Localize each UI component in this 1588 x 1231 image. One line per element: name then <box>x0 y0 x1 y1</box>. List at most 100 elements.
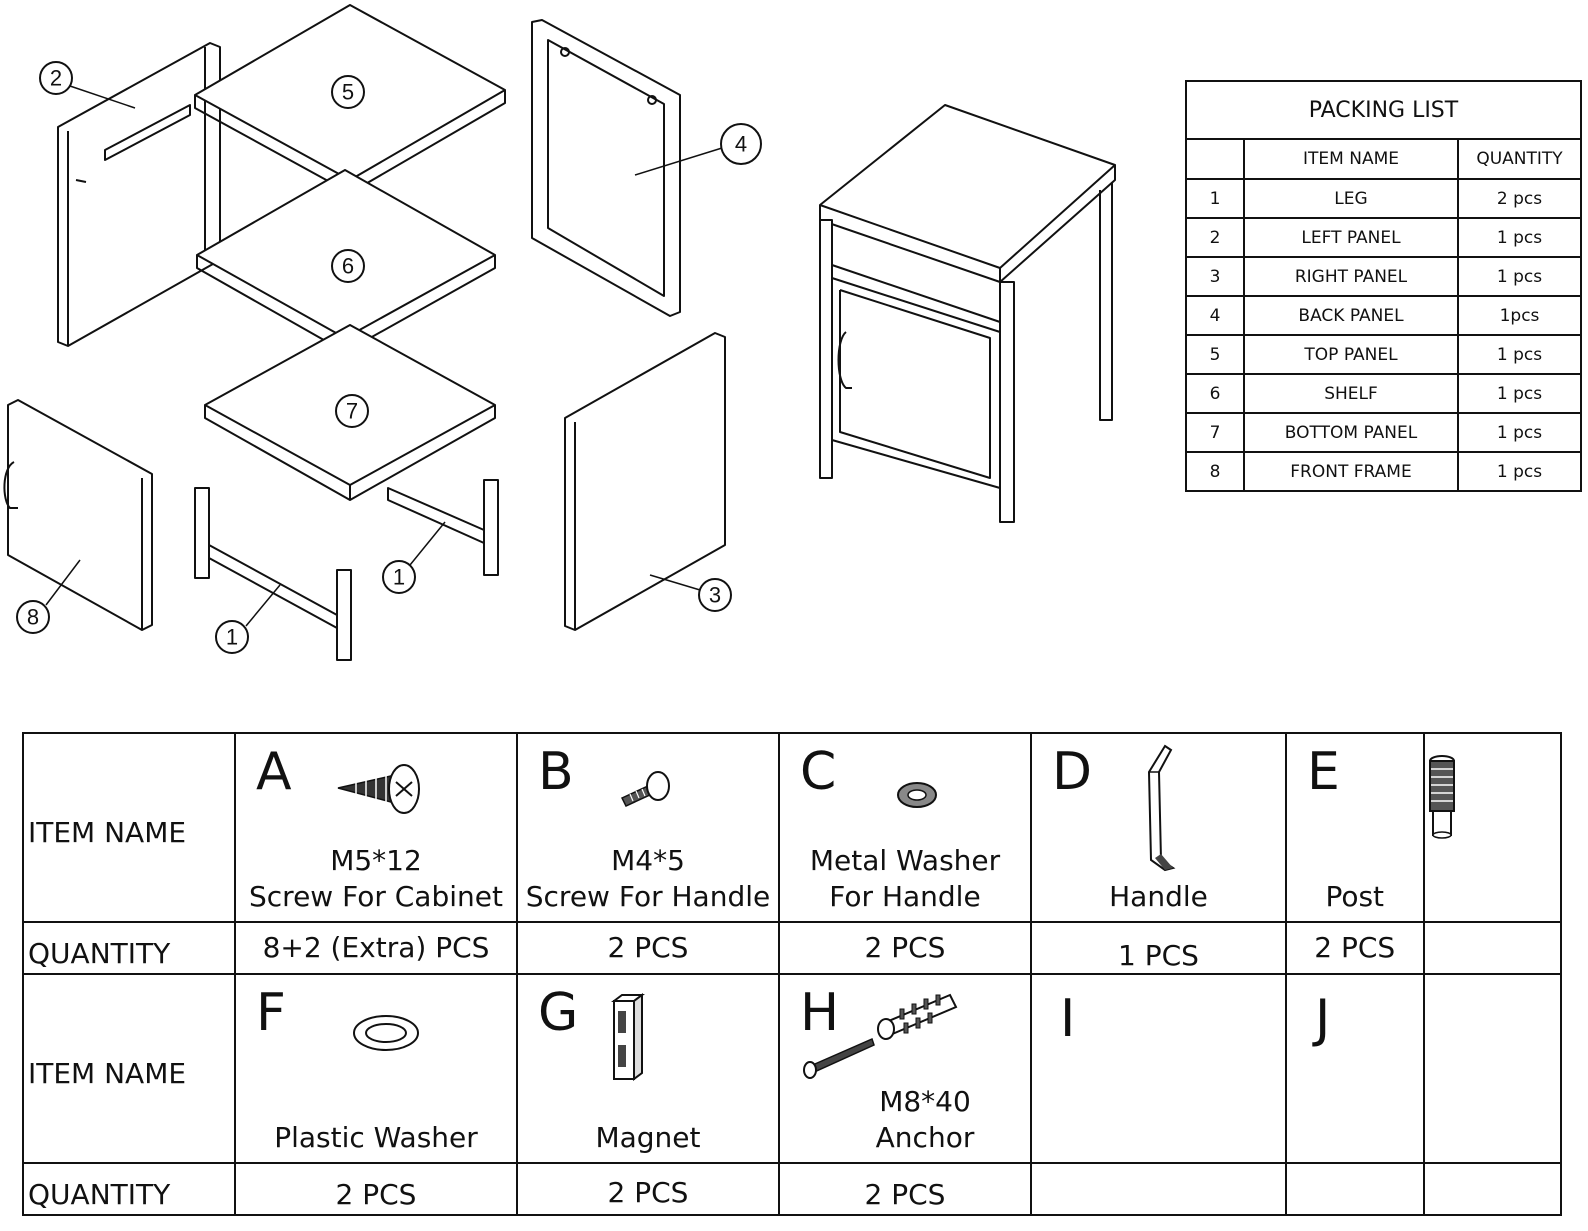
hardware-letter: J <box>1315 989 1331 1049</box>
hardware-name-line: Screw For Handle <box>525 880 771 913</box>
hardware-qty-row-1: QUANTITY 8+2 (Extra) PCS 2 PCS 2 PCS 1 P… <box>22 921 1562 975</box>
hardware-name: Metal Washer For Handle <box>780 843 1030 915</box>
packing-item: TOP PANEL <box>1243 334 1459 375</box>
hardware-cell-empty <box>1422 732 1562 923</box>
hardware-letter: E <box>1307 742 1340 802</box>
hardware-name-line: Screw For Cabinet <box>249 880 503 913</box>
hardware-name: Post <box>1287 879 1423 915</box>
hardware-qty-row-2: QUANTITY 2 PCS 2 PCS 2 PCS <box>22 1162 1562 1216</box>
packing-item: SHELF <box>1243 373 1459 414</box>
hardware-letter: D <box>1052 742 1093 802</box>
quantity-label: QUANTITY <box>28 1178 171 1211</box>
callout-6 <box>331 249 365 283</box>
hardware-qty: 2 PCS <box>335 1178 417 1211</box>
packing-qty: 1 pcs <box>1457 373 1582 414</box>
magnet-icon <box>611 993 645 1081</box>
hardware-name: M5*12 Screw For Cabinet <box>236 843 516 915</box>
packing-item: BACK PANEL <box>1243 295 1459 336</box>
packing-item: LEG <box>1243 178 1459 219</box>
hardware-name-line: Magnet <box>595 1121 701 1154</box>
hardware-name: Magnet <box>518 1120 778 1156</box>
packing-qty: 1 pcs <box>1457 451 1582 492</box>
hardware-name-line: Anchor <box>875 1121 975 1154</box>
callout-label-1b: 1 <box>393 565 405 590</box>
packing-index: 5 <box>1185 334 1245 375</box>
right-panel-part <box>564 332 726 631</box>
callout-label-1a: 1 <box>226 625 238 650</box>
hardware-name-line: Metal Washer <box>809 844 1001 877</box>
hardware-cell-empty <box>1422 1162 1562 1216</box>
hardware-cell-g: G Magnet <box>516 973 780 1164</box>
packing-index: 1 <box>1185 178 1245 219</box>
hardware-letter: G <box>538 983 579 1043</box>
callout-label-2: 2 <box>50 66 62 91</box>
callout-label-7: 7 <box>346 399 358 424</box>
callout-label-6: 6 <box>342 254 354 279</box>
hardware-qty: 2 PCS <box>864 1178 946 1211</box>
hardware-cell-i: I <box>1030 973 1287 1164</box>
hardware-letter: F <box>256 983 286 1043</box>
packing-item: LEFT PANEL <box>1243 217 1459 258</box>
hardware-cell-h: H M8*40 Anchor <box>778 973 1032 1164</box>
front-frame-part <box>3 399 153 631</box>
hardware-name-line: Handle <box>1109 880 1208 913</box>
hardware-name-line: M4*5 <box>611 844 685 877</box>
hardware-name: Handle <box>1032 879 1285 915</box>
hardware-cell-empty <box>1422 921 1562 975</box>
hardware-qty: 2 PCS <box>1314 931 1396 964</box>
callout-label-8: 8 <box>27 605 39 630</box>
packing-item: RIGHT PANEL <box>1243 256 1459 297</box>
packing-index: 8 <box>1185 451 1245 492</box>
hardware-letter: B <box>538 742 574 802</box>
callout-1a <box>215 620 249 654</box>
hardware-cell-j: J <box>1285 973 1425 1164</box>
hardware-name-line: Plastic Washer <box>274 1121 478 1154</box>
hardware-qty: 2 PCS <box>607 1176 689 1209</box>
hardware-cell-b: B M4*5 Screw For Handle <box>516 732 780 923</box>
hardware-qty: 2 PCS <box>864 931 946 964</box>
callout-7 <box>335 394 369 428</box>
hardware-qty: 1 PCS <box>1118 939 1199 972</box>
hardware-name: M4*5 Screw For Handle <box>518 843 778 915</box>
hardware-letter: A <box>256 742 292 802</box>
hardware-cell-d: D Handle <box>1030 732 1287 923</box>
hardware-letter: H <box>800 983 840 1043</box>
packing-index: 4 <box>1185 295 1245 336</box>
hardware-name: Plastic Washer <box>236 1120 516 1156</box>
item-name-label: ITEM NAME <box>28 1057 187 1090</box>
leg-part-b <box>387 479 499 576</box>
hardware-cell-c: C Metal Washer For Handle <box>778 732 1032 923</box>
metal-washer-icon <box>897 782 937 808</box>
callout-1b <box>382 560 416 594</box>
hardware-table: ITEM NAME A M5*12 Screw For Cabinet B <box>22 732 1562 1216</box>
hardware-name: M8*40 Anchor <box>820 1084 1030 1156</box>
hardware-letter: C <box>800 742 837 802</box>
packing-header-index <box>1185 138 1245 180</box>
quantity-label: QUANTITY <box>28 937 171 970</box>
callout-4 <box>720 123 762 165</box>
packing-index: 7 <box>1185 412 1245 453</box>
packing-qty: 1pcs <box>1457 295 1582 336</box>
packing-qty: 1 pcs <box>1457 412 1582 453</box>
callout-2 <box>39 61 73 95</box>
callout-label-4: 4 <box>735 132 747 157</box>
hardware-cell-a: A M5*12 Screw For Cabinet <box>234 732 518 923</box>
back-panel-part <box>531 19 681 317</box>
hardware-name-line: For Handle <box>829 880 981 913</box>
callout-label-5: 5 <box>342 80 354 105</box>
leg-part-a <box>194 487 352 661</box>
hardware-name-line: M8*40 <box>879 1085 971 1118</box>
hardware-qty: 2 PCS <box>607 931 689 964</box>
screw-handle-icon <box>620 771 670 807</box>
plastic-washer-icon <box>353 1015 419 1051</box>
left-panel-part <box>57 42 221 347</box>
item-name-label: ITEM NAME <box>28 816 187 849</box>
